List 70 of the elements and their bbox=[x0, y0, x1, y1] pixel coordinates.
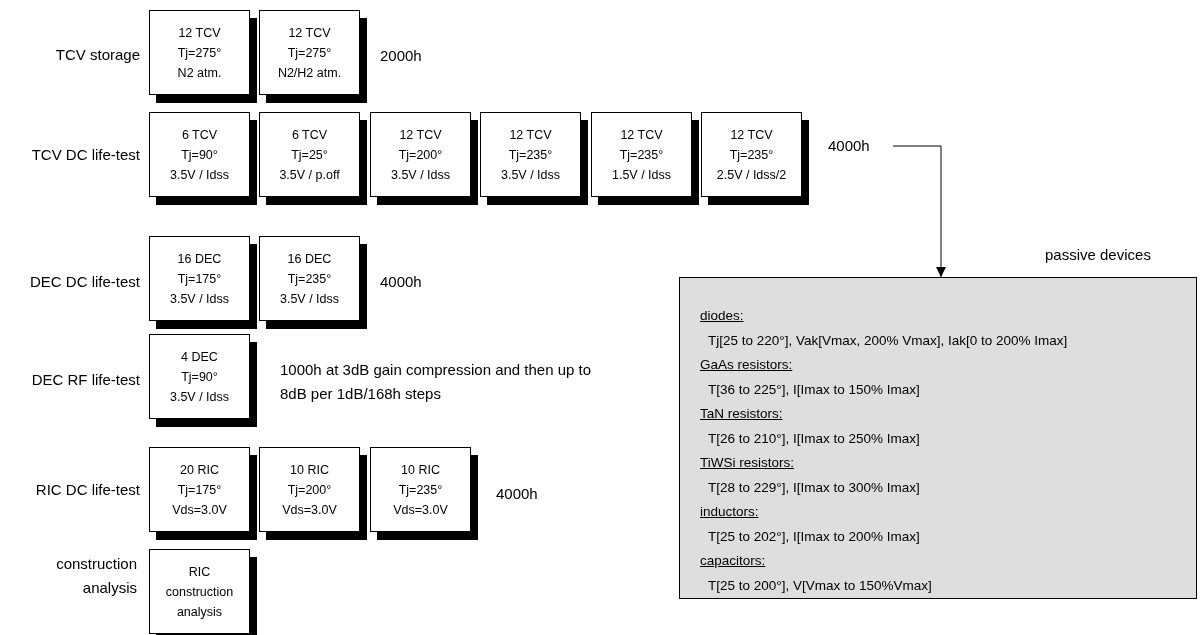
box-text: Tj=90° bbox=[181, 146, 218, 164]
box-text: Vds=3.0V bbox=[282, 501, 337, 519]
parameter-text: T[28 to 229°], I[Imax to 300% Imax] bbox=[707, 478, 921, 497]
box-text: 3.5V / p.off bbox=[279, 166, 340, 184]
box-text: Vds=3.0V bbox=[393, 501, 448, 519]
box-text: 3.5V / Idss bbox=[169, 290, 230, 308]
row-label: 1000h at 3dB gain compression and then up to 8dB per 1dB/168h steps bbox=[280, 360, 593, 404]
row-label: TCV storage bbox=[54, 45, 140, 65]
row-label: RIC DC life-test bbox=[34, 480, 140, 500]
row-label: 4000h bbox=[380, 272, 423, 292]
box-text: Tj=235° bbox=[287, 270, 332, 288]
row-label: 2000h bbox=[380, 46, 423, 66]
box-text: Tj=200° bbox=[398, 146, 443, 164]
row-label: passive devices bbox=[1045, 245, 1152, 265]
parameter-text: T[25 to 202°], I[Imax to 200% Imax] bbox=[707, 527, 921, 546]
box-text: Tj=175° bbox=[177, 481, 222, 499]
box-text: Tj=235° bbox=[508, 146, 553, 164]
parameter-panel bbox=[679, 277, 1197, 599]
box-text: RIC bbox=[188, 563, 211, 581]
box-text: 3.5V / Idss bbox=[169, 166, 230, 184]
row-label: DEC DC life-test bbox=[28, 272, 140, 292]
arrow bbox=[892, 145, 946, 278]
box-text: Tj=200° bbox=[287, 481, 332, 499]
box-text: 12 TCV bbox=[178, 24, 221, 42]
parameter-text: Tj[25 to 220°], Vak[Vmax, 200% Vmax], Iak[0 to 200% Imax] bbox=[707, 331, 1069, 350]
category-heading: TiWSi resistors: bbox=[700, 454, 795, 472]
box-text: 12 TCV bbox=[730, 126, 773, 144]
row-label: construction analysis bbox=[55, 554, 137, 598]
box-text: 3.5V / Idss bbox=[500, 166, 561, 184]
category-heading: inductors: bbox=[700, 503, 760, 521]
box-text: 12 TCV bbox=[509, 126, 552, 144]
category-heading: TaN resistors: bbox=[700, 405, 784, 423]
box-text: Tj=25° bbox=[291, 146, 328, 164]
category-heading: capacitors: bbox=[700, 552, 767, 570]
box-text: Tj=235° bbox=[398, 481, 443, 499]
box-text: Tj=235° bbox=[729, 146, 774, 164]
box-text: 3.5V / Idss bbox=[169, 388, 230, 406]
box-text: Tj=275° bbox=[287, 44, 332, 62]
box-text: 4 DEC bbox=[181, 348, 218, 366]
box-text: 20 RIC bbox=[180, 461, 219, 479]
box-text: Vds=3.0V bbox=[172, 501, 227, 519]
box-text: Tj=90° bbox=[181, 368, 218, 386]
box-text: 12 TCV bbox=[288, 24, 331, 42]
category-heading: diodes: bbox=[700, 307, 745, 325]
box-text: Tj=235° bbox=[619, 146, 664, 164]
row-label: TCV DC life-test bbox=[30, 145, 140, 165]
box-text: 16 DEC bbox=[177, 250, 222, 268]
box-text: 6 TCV bbox=[291, 126, 328, 144]
box-text: 6 TCV bbox=[181, 126, 218, 144]
box-text: Tj=275° bbox=[177, 44, 222, 62]
box-text: 10 RIC bbox=[401, 461, 440, 479]
box-text: Tj=175° bbox=[177, 270, 222, 288]
box-text: 1.5V / Idss bbox=[611, 166, 672, 184]
box-text: N2/H2 atm. bbox=[277, 64, 342, 82]
box-text: construction analysis bbox=[164, 583, 235, 621]
category-heading: GaAs resistors: bbox=[700, 356, 794, 374]
box-text: 3.5V / Idss bbox=[390, 166, 451, 184]
parameter-text: T[25 to 200°], V[Vmax to 150%Vmax] bbox=[707, 576, 933, 595]
box-text: 10 RIC bbox=[290, 461, 329, 479]
parameter-text: T[26 to 210°], I[Imax to 250% Imax] bbox=[707, 429, 921, 448]
box-text: 12 TCV bbox=[399, 126, 442, 144]
box-text: 16 DEC bbox=[287, 250, 332, 268]
box-text: 3.5V / Idss bbox=[279, 290, 340, 308]
parameter-text: T[36 to 225°], I[Imax to 150% Imax] bbox=[707, 380, 921, 399]
duration-text: 4000h bbox=[828, 136, 870, 156]
box-text: 2.5V / Idss/2 bbox=[716, 166, 787, 184]
box-text: N2 atm. bbox=[177, 64, 222, 82]
row-label: DEC RF life-test bbox=[30, 370, 140, 390]
box-text: 12 TCV bbox=[620, 126, 663, 144]
row-label: 4000h bbox=[496, 484, 539, 504]
